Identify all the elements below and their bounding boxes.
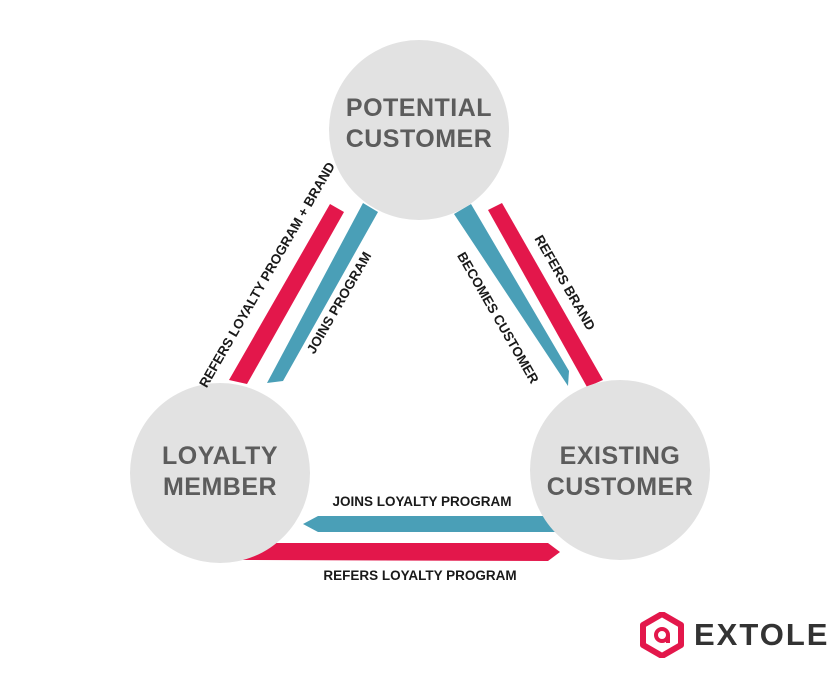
extole-hexagon-icon <box>640 612 684 658</box>
label-joins-loyalty-program: JOINS LOYALTY PROGRAM <box>332 494 511 509</box>
arrow-becomes-customer <box>454 204 569 386</box>
potential-line1: POTENTIAL <box>346 94 492 122</box>
logo-text: EXTOLE <box>694 617 830 652</box>
extole-logo: EXTOLE <box>640 612 829 658</box>
existing-line1: EXISTING <box>560 442 681 470</box>
arrow-joins-program <box>267 203 378 383</box>
arrow-refers-brand <box>488 203 603 387</box>
potential-line2: CUSTOMER <box>346 125 493 153</box>
loyalty-line2: MEMBER <box>163 473 277 501</box>
arrow-joins-loyalty-program <box>303 516 555 532</box>
arrow-refers-loyalty-brand <box>229 204 344 384</box>
arrow-refers-loyalty-program <box>238 543 560 561</box>
existing-line2: CUSTOMER <box>547 473 694 501</box>
node-potential-customer <box>329 40 509 220</box>
label-refers-loyalty-program: REFERS LOYALTY PROGRAM <box>323 568 516 583</box>
node-existing-customer <box>530 380 710 560</box>
loyalty-line1: LOYALTY <box>162 442 278 470</box>
node-loyalty-member <box>130 383 310 563</box>
